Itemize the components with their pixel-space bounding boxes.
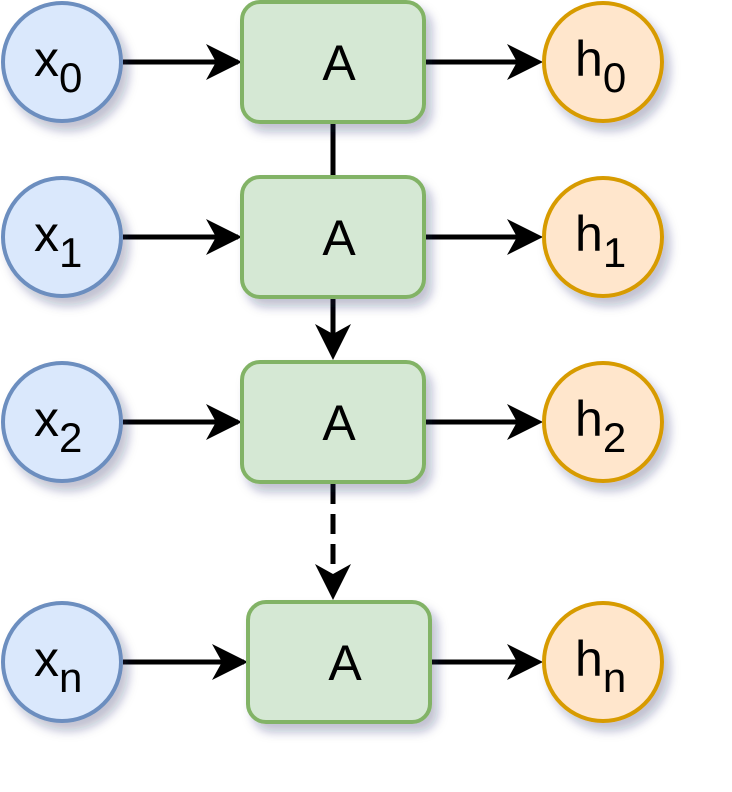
output-label: h2 [575,391,626,461]
output-label-subscript: 1 [603,229,626,276]
input-label-subscript: 0 [59,54,82,101]
output-label-subscript: n [603,654,626,701]
rnn-cell-2 [240,360,426,484]
output-label-base: h [575,206,603,262]
input-label-base: x [34,206,59,262]
input-label: x2 [34,391,82,461]
arrowhead-icon [507,644,543,680]
cell-label: A [328,635,362,691]
output-label: hn [575,631,626,701]
input-label: xn [34,631,82,701]
output-label-base: h [575,391,603,447]
output-label-subscript: 0 [603,54,626,101]
output-node-n [542,601,664,723]
input-label-subscript: 1 [59,229,82,276]
output-label: h0 [575,31,626,101]
edges [123,44,543,680]
input-label-subscript: n [59,654,82,701]
cell-box [240,0,426,124]
input-node-n [1,601,123,723]
input-circle [1,601,123,723]
cell-label: A [322,395,356,451]
arrowhead-icon [212,644,248,680]
cell-box [246,600,432,724]
input-label: x1 [34,206,82,276]
output-label-base: h [575,31,603,87]
arrowhead-icon [315,564,351,600]
output-node-1 [542,176,664,298]
input-label-base: x [34,391,59,447]
output-label-base: h [575,631,603,687]
output-circle [542,1,664,123]
output-label-subscript: 2 [603,414,626,461]
input-circle [1,1,123,123]
arrowhead-icon [206,404,242,440]
input-node-2 [1,361,123,483]
arrowhead-icon [507,404,543,440]
input-label-subscript: 2 [59,414,82,461]
arrowhead-icon [507,44,543,80]
output-node-2 [542,361,664,483]
arrowhead-icon [206,219,242,255]
input-node-0 [1,1,123,123]
input-label-base: x [34,31,59,87]
cell-label: A [322,210,356,266]
rnn-cell-0 [240,0,426,124]
output-node-0 [542,1,664,123]
input-circle [1,176,123,298]
input-label-base: x [34,631,59,687]
cell-box [240,175,426,299]
output-circle [542,601,664,723]
input-node-1 [1,176,123,298]
output-circle [542,361,664,483]
output-label: h1 [575,206,626,276]
arrowhead-icon [315,324,351,360]
arrowhead-icon [507,219,543,255]
arrowhead-icon [206,44,242,80]
output-circle [542,176,664,298]
rnn-cell-1 [240,175,426,299]
cell-box [240,360,426,484]
cell-label: A [322,35,356,91]
input-label: x0 [34,31,82,101]
rnn-cell-3 [246,600,432,724]
input-circle [1,361,123,483]
